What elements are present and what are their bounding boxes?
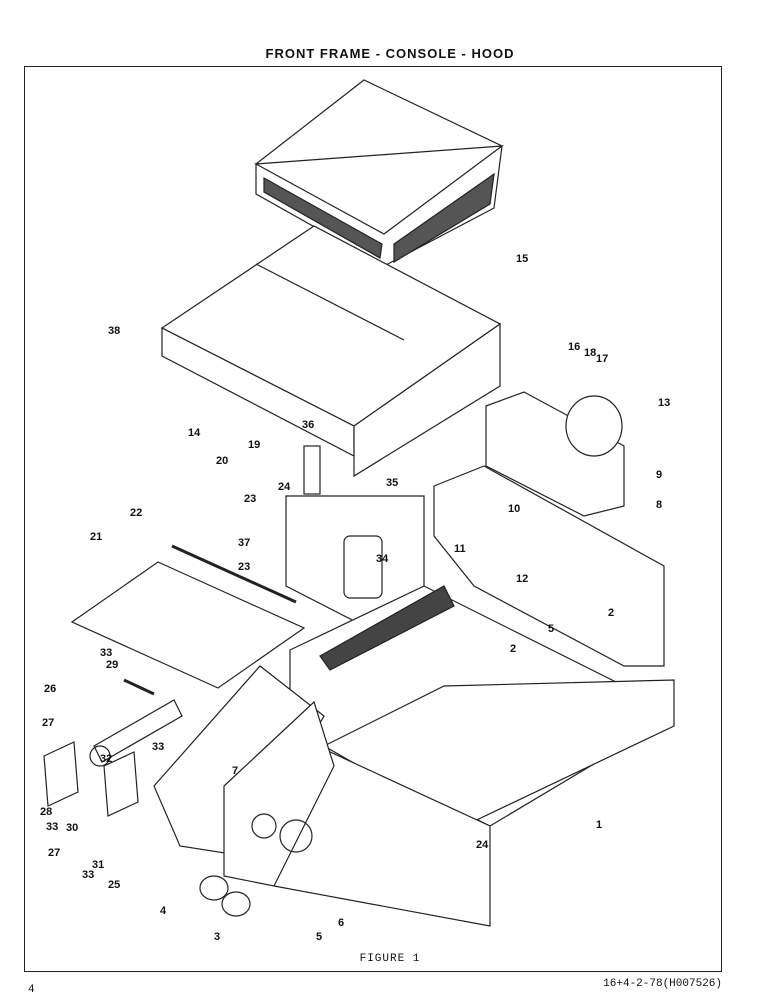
callout-23: 23 xyxy=(244,493,256,505)
callout-6: 6 xyxy=(338,917,344,929)
side-brackets xyxy=(433,391,665,667)
callout-24: 24 xyxy=(476,839,489,851)
callout-8: 8 xyxy=(656,499,662,511)
callout-18: 18 xyxy=(584,347,596,359)
callout-33: 33 xyxy=(46,821,58,833)
callout-37: 37 xyxy=(238,537,250,549)
callout-labels: 1223455678910111213141516171819202122232… xyxy=(40,253,670,943)
callout-32: 32 xyxy=(100,753,112,765)
callout-28: 28 xyxy=(40,806,52,818)
callout-15: 15 xyxy=(516,253,528,265)
callout-5: 5 xyxy=(548,623,554,635)
floor-plate xyxy=(70,544,306,689)
figure-frame xyxy=(24,66,722,972)
callout-35: 35 xyxy=(386,477,398,489)
callout-26: 26 xyxy=(44,683,56,695)
callout-10: 10 xyxy=(508,503,520,515)
callout-27: 27 xyxy=(42,717,54,729)
callout-33: 33 xyxy=(100,647,112,659)
callout-1: 1 xyxy=(596,819,602,831)
callout-38: 38 xyxy=(108,325,120,337)
callout-17: 17 xyxy=(596,353,608,365)
callout-31: 31 xyxy=(92,859,104,871)
bushings xyxy=(199,875,251,917)
callout-2: 2 xyxy=(510,643,516,655)
console-cover xyxy=(160,225,502,478)
callout-11: 11 xyxy=(454,543,466,555)
callout-25: 25 xyxy=(108,879,120,891)
figure-caption: FIGURE 1 xyxy=(359,953,421,965)
callout-27: 27 xyxy=(48,847,60,859)
callout-19: 19 xyxy=(248,439,260,451)
callout-24: 24 xyxy=(278,481,291,493)
callout-12: 12 xyxy=(516,573,528,585)
callout-23: 23 xyxy=(238,561,250,573)
callout-33: 33 xyxy=(82,869,94,881)
tank xyxy=(285,445,425,627)
exploded-parts-diagram xyxy=(43,79,675,927)
callout-5: 5 xyxy=(316,931,322,943)
lift-arm xyxy=(153,665,335,887)
callout-4: 4 xyxy=(160,905,167,917)
document-reference: 16+4-2-78(H007526) xyxy=(603,978,722,990)
page-number: 4 xyxy=(28,984,35,996)
callout-14: 14 xyxy=(188,427,201,439)
callout-9: 9 xyxy=(656,469,662,481)
callout-3: 3 xyxy=(214,931,220,943)
callout-33: 33 xyxy=(152,741,164,753)
cylinder xyxy=(43,678,183,817)
callout-13: 13 xyxy=(658,397,670,409)
callout-36: 36 xyxy=(302,419,314,431)
callout-22: 22 xyxy=(130,507,142,519)
callout-34: 34 xyxy=(376,553,389,565)
callout-7: 7 xyxy=(232,765,238,777)
callout-29: 29 xyxy=(106,659,118,671)
front-frame xyxy=(273,585,675,927)
callout-30: 30 xyxy=(66,822,78,834)
callout-20: 20 xyxy=(216,455,228,467)
page-title: FRONT FRAME - CONSOLE - HOOD xyxy=(265,46,515,61)
callout-21: 21 xyxy=(90,531,102,543)
hood xyxy=(253,79,505,267)
callout-2: 2 xyxy=(608,607,614,619)
callout-16: 16 xyxy=(568,341,580,353)
